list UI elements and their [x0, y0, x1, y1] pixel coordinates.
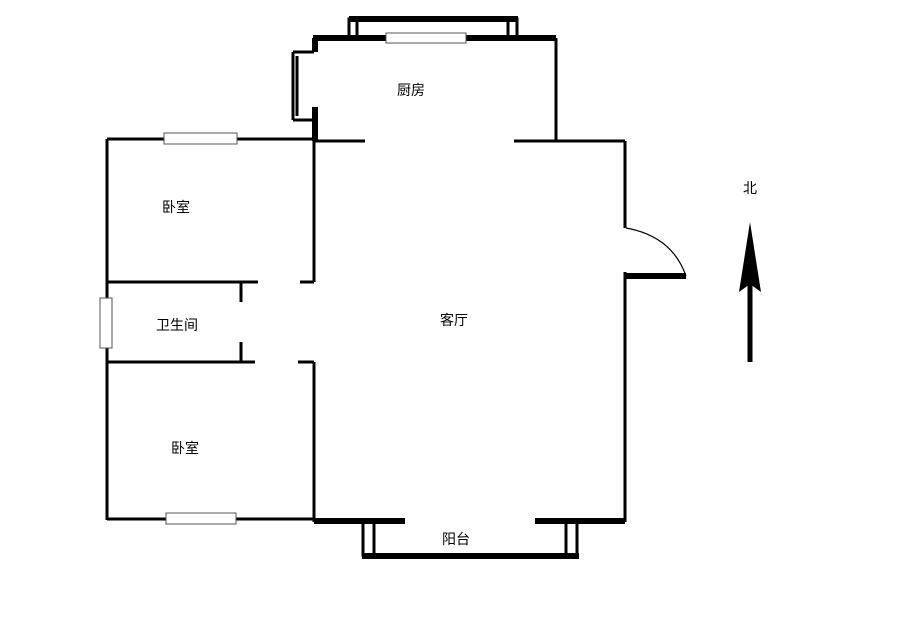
north-arrow-icon: 北	[739, 181, 761, 362]
room-label-bedroom-north: 卧室	[162, 199, 190, 216]
bedroom-south-window	[165, 512, 237, 525]
room-label-bedroom-south: 卧室	[171, 440, 199, 457]
room-label-living-room: 客厅	[440, 312, 468, 329]
entry-door	[625, 227, 687, 279]
bathroom-window	[99, 297, 113, 349]
balcony-walls	[361, 519, 579, 559]
room-label-balcony: 阳台	[442, 532, 470, 548]
bathroom-walls	[107, 282, 314, 364]
living-room-walls	[312, 141, 627, 524]
compass-label: 北	[743, 181, 757, 197]
room-label-bathroom: 卫生间	[156, 318, 198, 334]
room-label-kitchen: 厨房	[397, 83, 425, 99]
bedroom-north-walls	[105, 137, 314, 520]
kitchen-window	[385, 32, 467, 44]
bedroom-north-window	[163, 132, 238, 145]
